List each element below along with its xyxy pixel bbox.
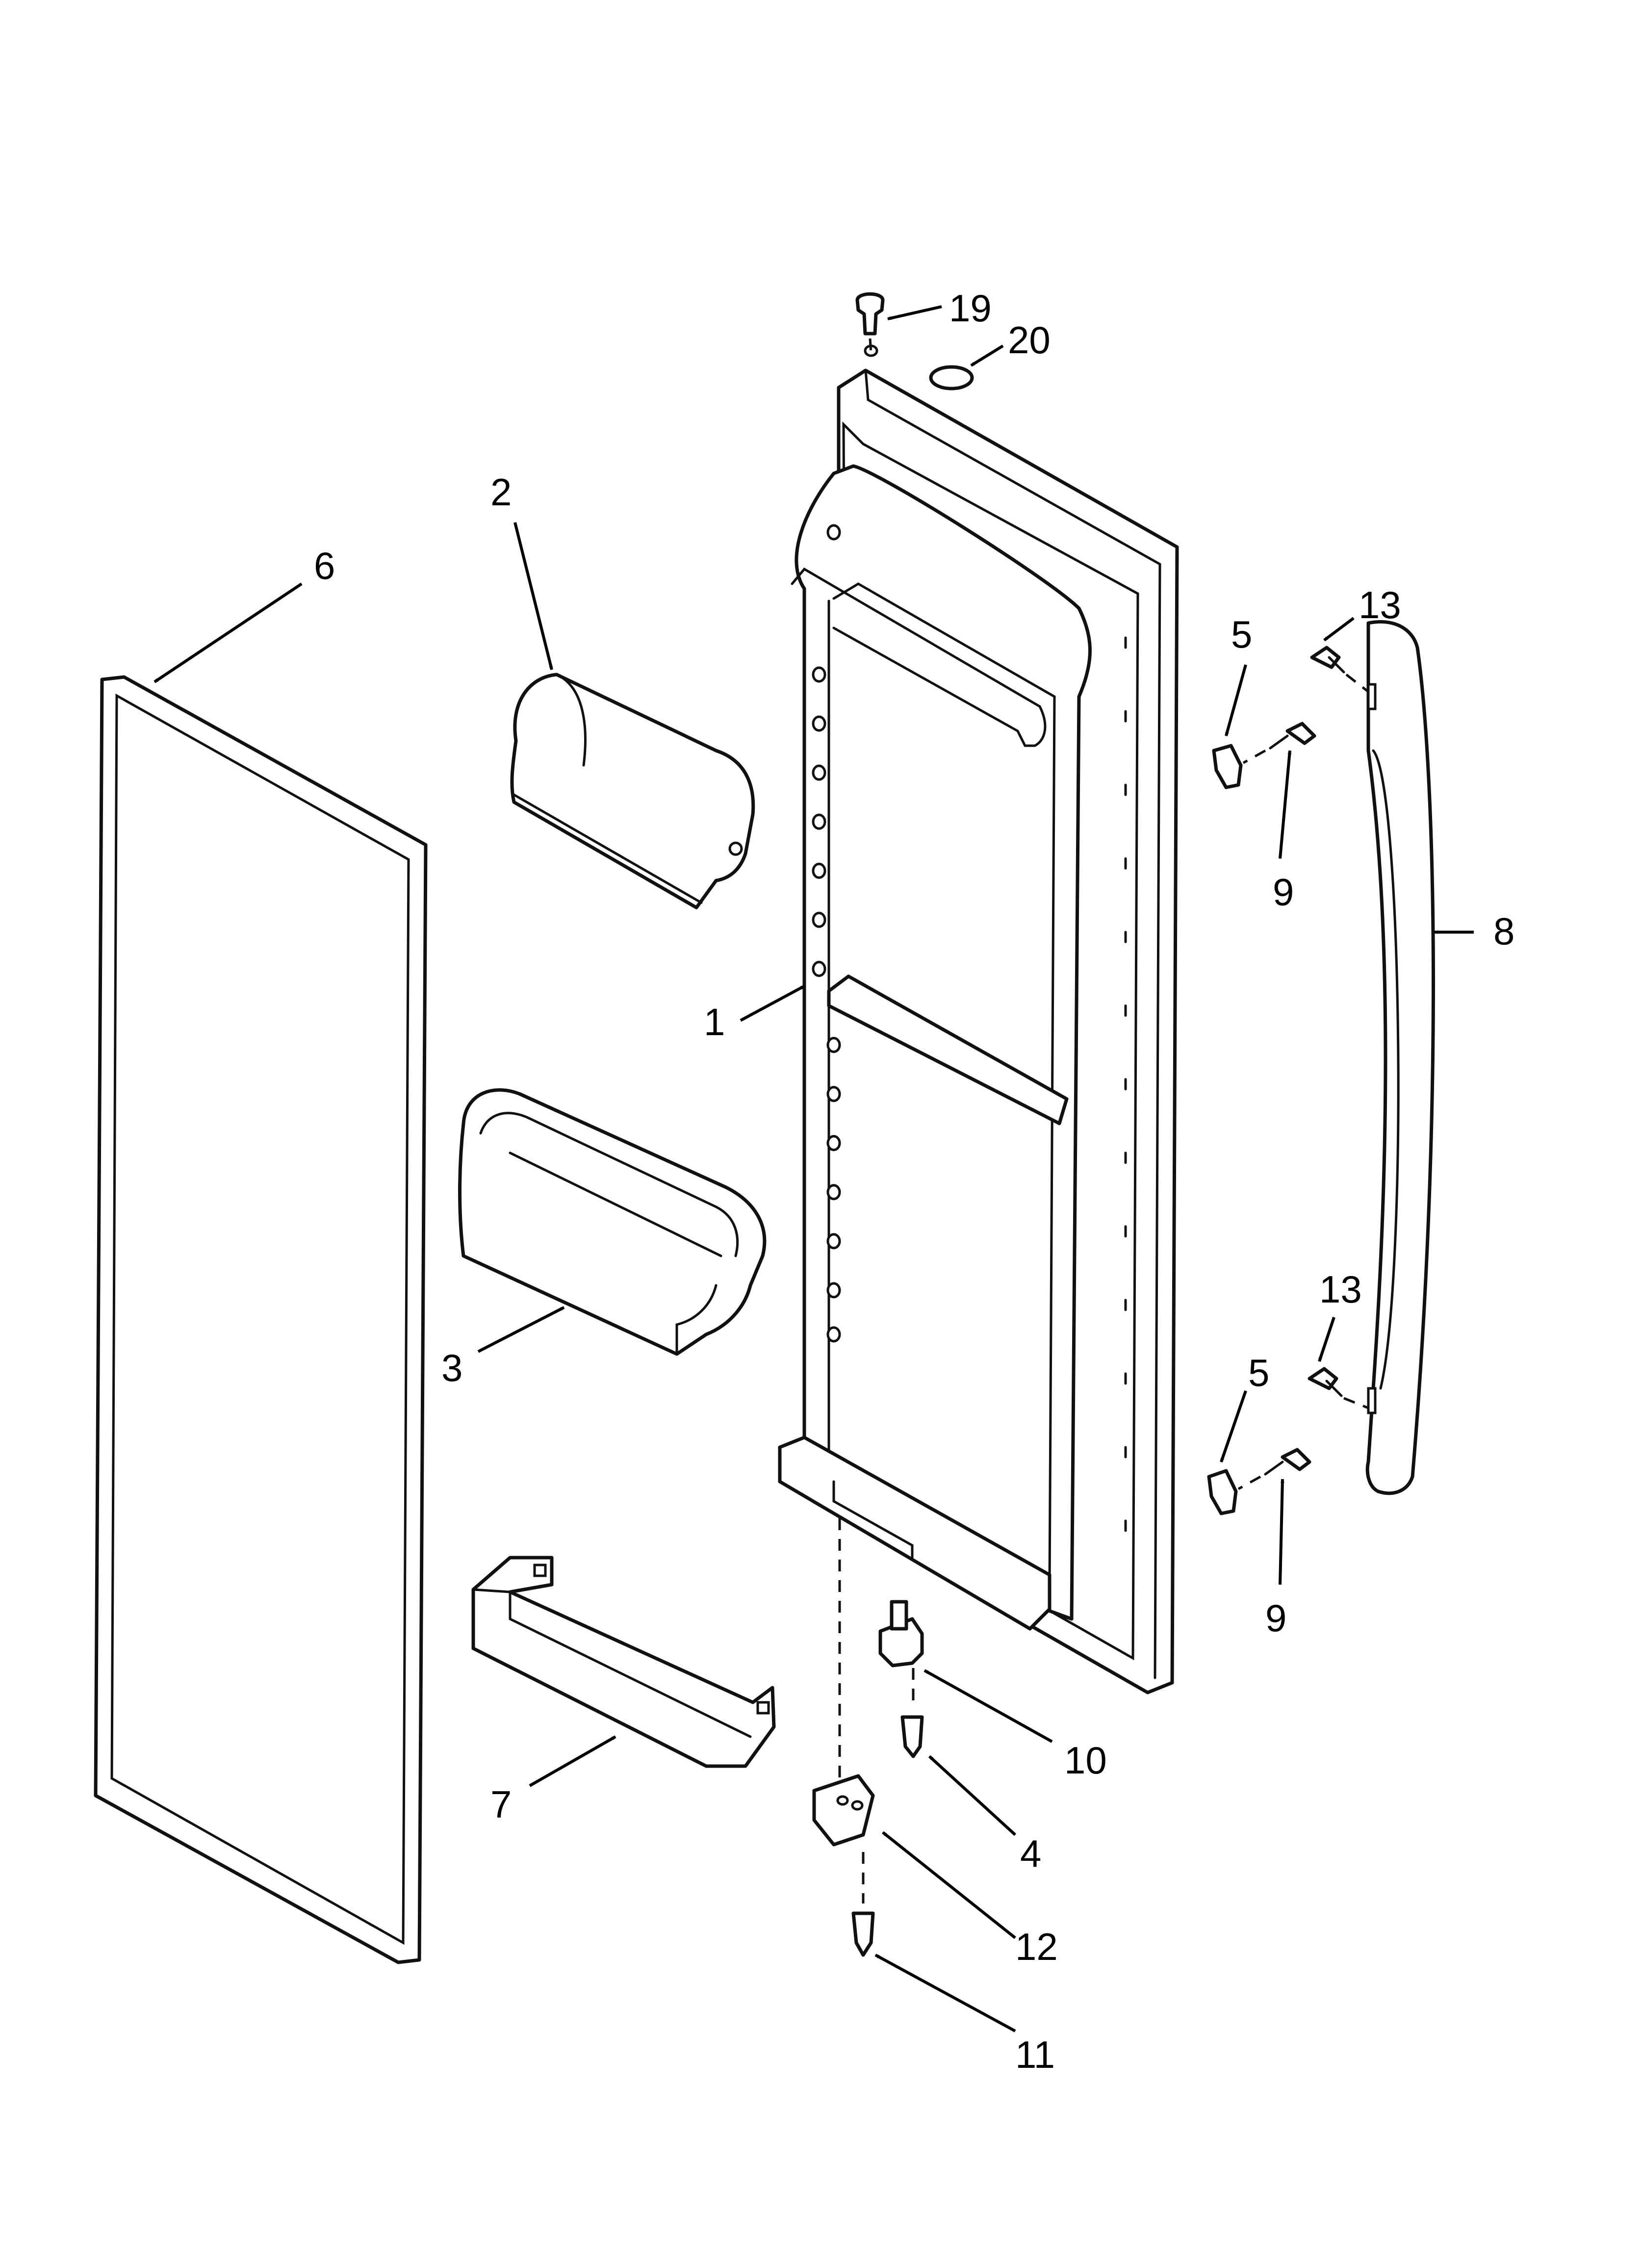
callout-5-top: 5: [1231, 613, 1252, 656]
dairy-door-part: [510, 673, 755, 910]
callout-1: 1: [704, 1000, 725, 1043]
callout-8: 8: [1493, 910, 1514, 953]
shelf-holes: [812, 524, 841, 1343]
callout-13-bottom: 13: [1319, 1268, 1362, 1311]
callout-10: 10: [1064, 1739, 1107, 1782]
callout-2: 2: [490, 470, 512, 514]
callout-7: 7: [490, 1783, 512, 1826]
callout-labels: 19 20 2 6 5 13 9 8 1 3 13 5 9 10 4 7 12 …: [314, 287, 1514, 2076]
door-assembly-part: [778, 344, 1179, 1694]
callout-4: 4: [1020, 1832, 1041, 1875]
door-gasket-part: [94, 675, 428, 1964]
callout-3: 3: [441, 1346, 462, 1389]
upper-handle-hardware: [1212, 646, 1369, 789]
hole-plug-part: [929, 365, 974, 391]
callout-11: 11: [1015, 2033, 1055, 2076]
door-bin-part: [458, 1088, 767, 1356]
callout-13-top: 13: [1359, 583, 1401, 626]
callout-12: 12: [1015, 1925, 1058, 1968]
callout-9-top: 9: [1273, 870, 1294, 913]
callout-leaders: [154, 305, 1474, 2033]
shelf-rail-part: [471, 1556, 776, 1768]
callout-20: 20: [1008, 318, 1051, 362]
lower-handle-hardware: [1207, 1367, 1369, 1515]
callout-5-bottom: 5: [1248, 1351, 1269, 1394]
door-handle-part: [1365, 620, 1435, 1495]
callout-6: 6: [314, 544, 335, 587]
callout-19: 19: [949, 287, 992, 330]
hinge-hardware: [812, 1518, 924, 1957]
callout-9-bottom: 9: [1265, 1596, 1286, 1640]
top-plug-part: [855, 292, 885, 354]
